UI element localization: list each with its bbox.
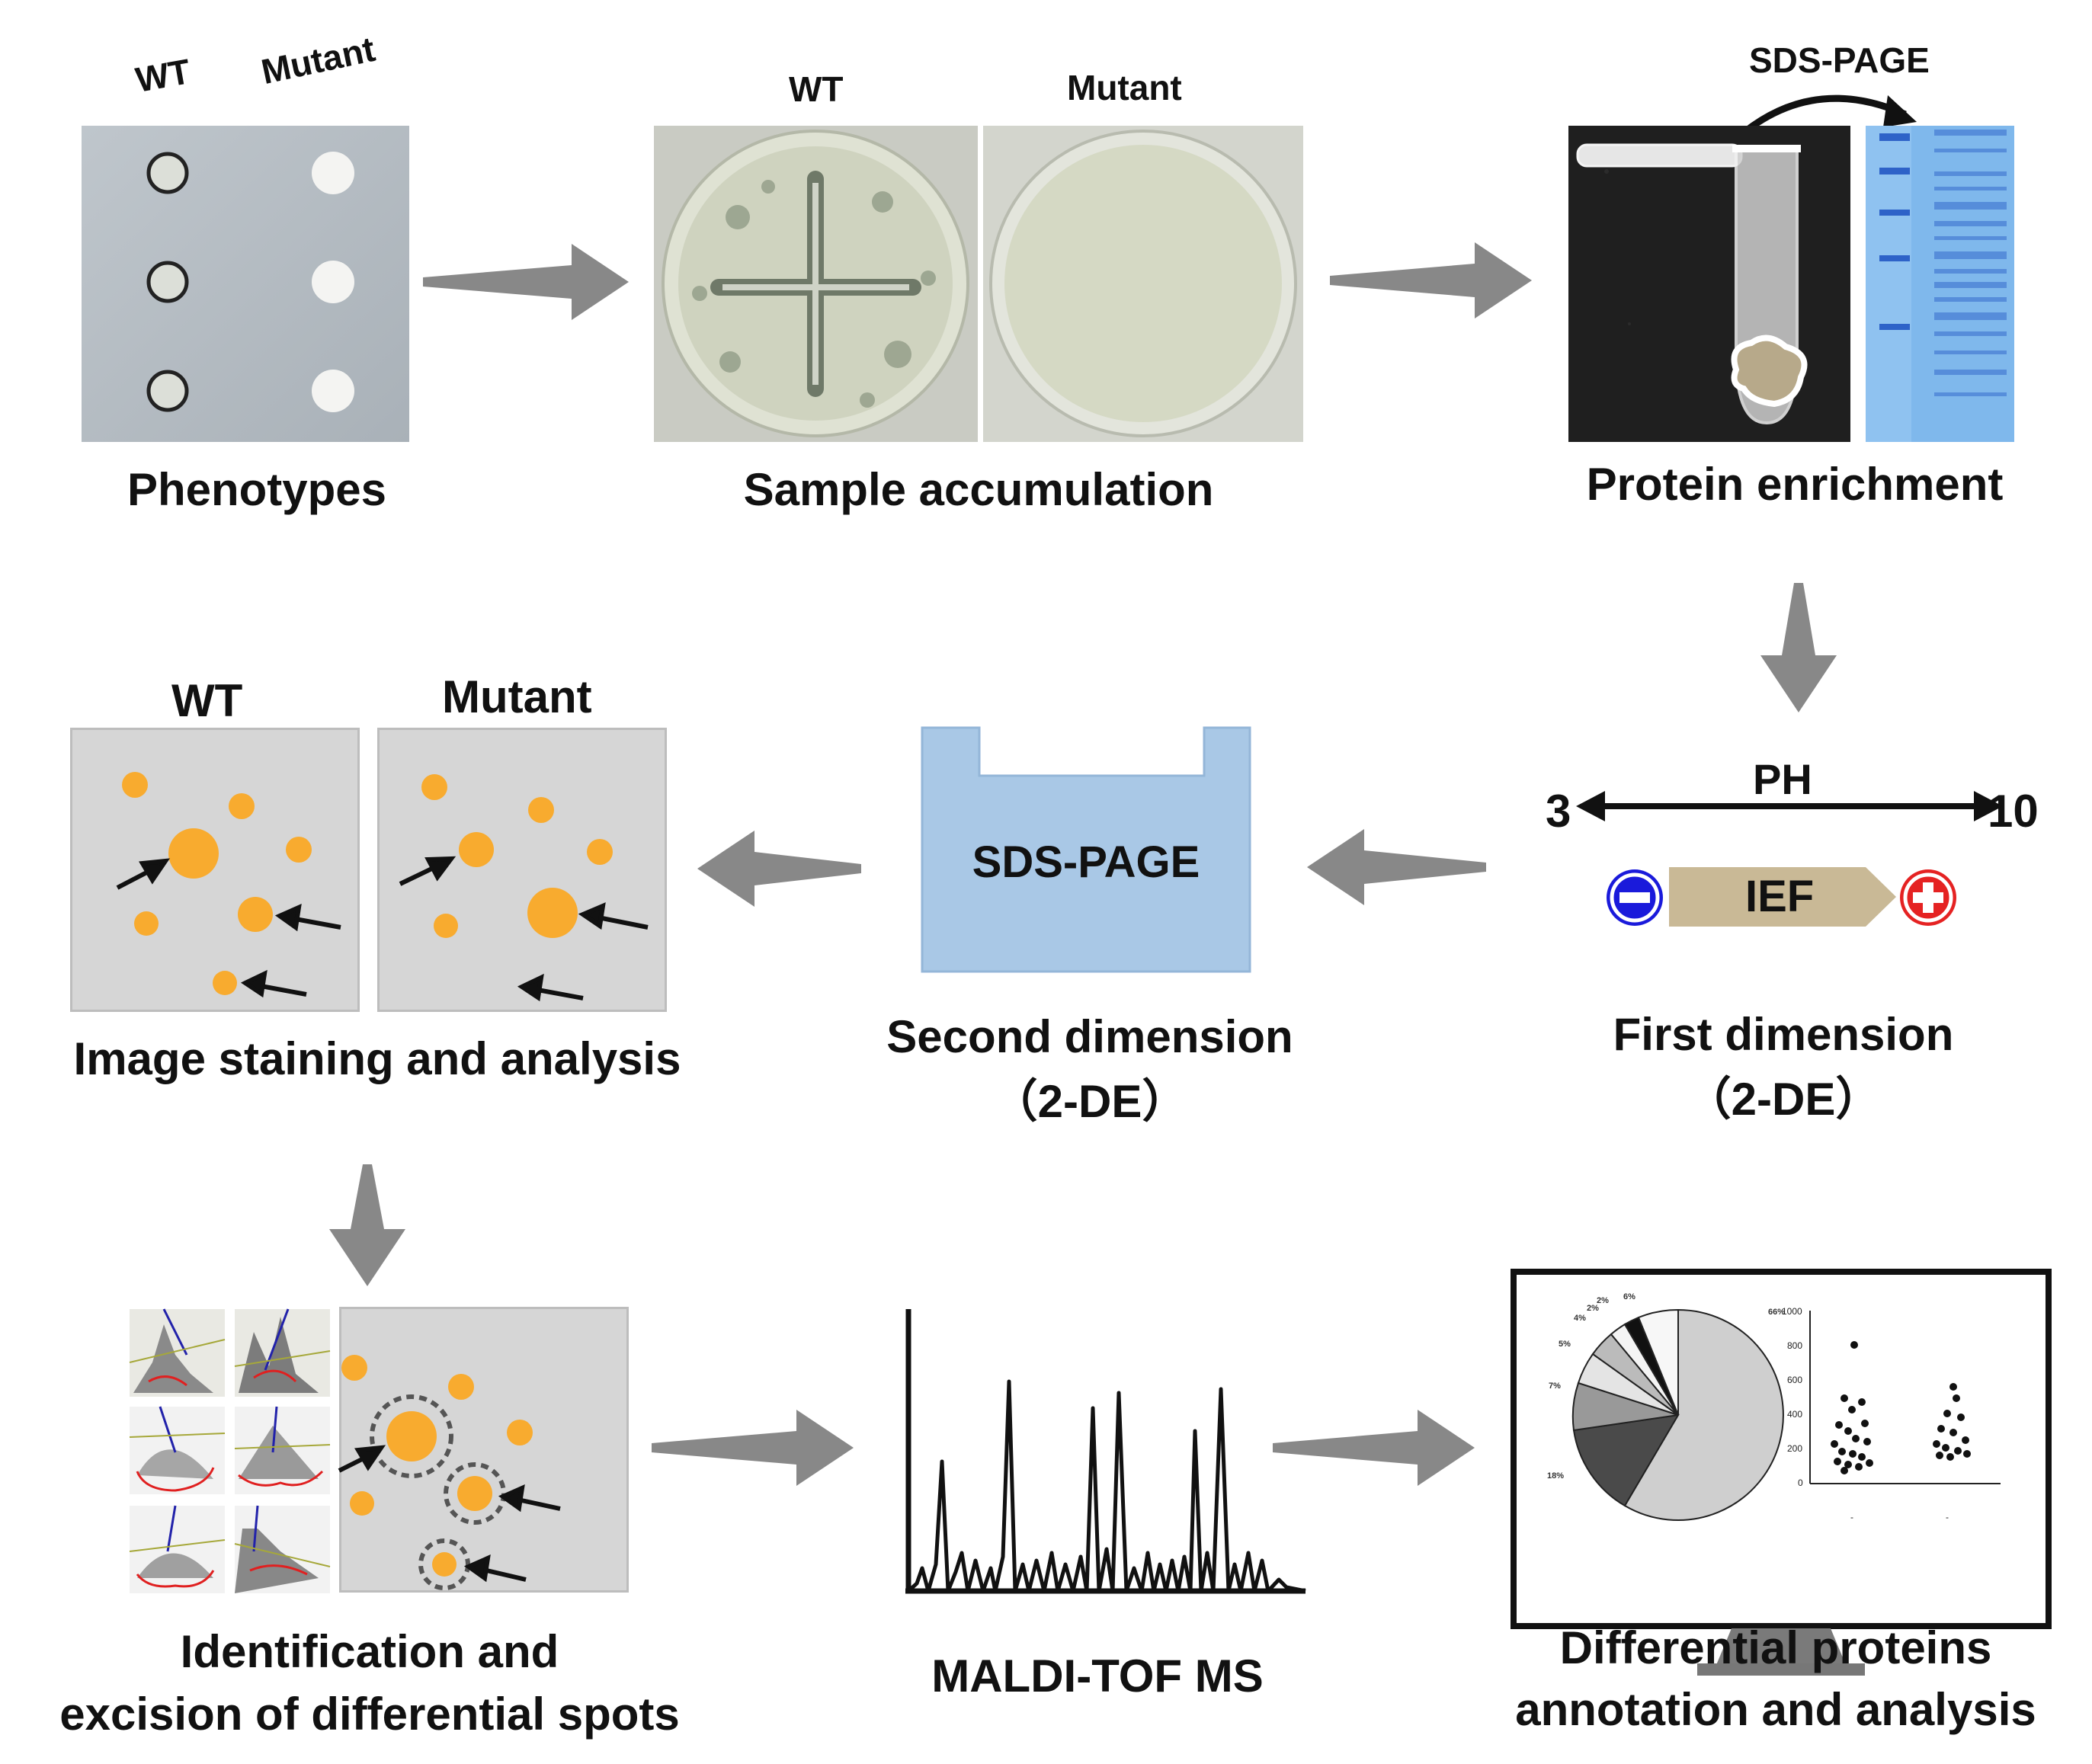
wt-gel-panel <box>70 728 360 1012</box>
pie-chart: 2% 2% 4% 5% 7% 18% 6% 66% <box>1547 1292 1785 1521</box>
arrow-icon <box>116 858 341 998</box>
tube-photo <box>1568 126 1850 442</box>
sample-band <box>1934 130 2007 396</box>
phenotypes-wt-label: WT <box>133 51 194 100</box>
flow-arrow-right-icon <box>652 1410 854 1486</box>
flow-arrow-left-icon <box>1307 829 1486 905</box>
protein-enrichment-caption: Protein enrichment <box>1586 459 2004 510</box>
image-staining-caption: Image staining and analysis <box>73 1033 681 1084</box>
spot-3d-views <box>129 1308 331 1593</box>
flow-arrow-down-icon <box>329 1164 405 1286</box>
first-dimension-caption-sub: （2-DE） <box>1685 1074 1882 1125</box>
staining-mutant-label: Mutant <box>442 671 592 722</box>
excision-gel-panel <box>339 1307 629 1593</box>
mutant-gel-spots <box>399 774 649 1002</box>
y-tick-label: 0 <box>1798 1477 1803 1488</box>
flow-arrow-right-icon <box>423 244 629 320</box>
identification-caption: Identification and <box>180 1626 559 1677</box>
pie-label: 18% <box>1547 1471 1564 1481</box>
ief-label: IEF <box>1745 872 1815 921</box>
sample-accumulation-caption: Sample accumulation <box>743 464 1214 515</box>
pie-label: 2% <box>1587 1304 1599 1313</box>
phenotypes-mutant-label: Mutant <box>258 28 379 92</box>
scatter-plot: 1000 800 600 400 200 0 - - <box>1782 1306 2001 1522</box>
pie-label: 66% <box>1768 1308 1785 1317</box>
second-dimension-caption-sub: （2-DE） <box>992 1076 1188 1127</box>
flow-arrow-right-icon <box>1273 1410 1475 1486</box>
annotation-caption: Differential proteins <box>1559 1622 1992 1673</box>
ph-high-label: 10 <box>1988 786 2039 837</box>
pie-label: 4% <box>1574 1314 1586 1323</box>
minus-pole-icon <box>1607 869 1663 926</box>
x-tick-label: - <box>1946 1512 1949 1522</box>
flow-arrow-left-icon <box>697 831 861 907</box>
spot-3d-thumbnail <box>129 1406 226 1494</box>
pie-label: 7% <box>1549 1381 1561 1391</box>
excision-gel-spots <box>338 1355 561 1590</box>
spot-3d-thumbnail <box>234 1308 331 1397</box>
arrow-icon <box>338 1445 561 1583</box>
curved-arrow-icon <box>1731 94 1917 144</box>
flow-arrow-down-icon <box>1760 583 1837 712</box>
pie-label: 2% <box>1597 1296 1609 1305</box>
maldi-caption: MALDI-TOF MS <box>931 1650 1264 1702</box>
ph-label: PH <box>1753 755 1812 803</box>
ph-low-label: 3 <box>1546 786 1571 837</box>
sds-page-gel-photo <box>1866 126 2014 442</box>
ief-strip <box>1669 867 1896 927</box>
spot-3d-thumbnail <box>234 1406 331 1494</box>
wt-colony <box>146 152 189 412</box>
excision-circle <box>370 1394 506 1590</box>
x-tick-label: - <box>1850 1512 1853 1522</box>
ph-range-arrow-icon <box>1576 791 2003 821</box>
phenotype-plate-photo <box>82 126 409 442</box>
pie-label: 5% <box>1559 1340 1571 1349</box>
identification-caption-sub: excision of differential spots <box>59 1689 680 1740</box>
y-tick-label: 600 <box>1787 1375 1802 1385</box>
sds-page-box-label: SDS-PAGE <box>972 837 1200 887</box>
y-tick-label: 400 <box>1787 1409 1802 1420</box>
phenotypes-caption: Phenotypes <box>127 464 387 515</box>
y-tick-label: 200 <box>1787 1443 1802 1454</box>
wt-gel-spots <box>116 772 341 998</box>
spectrum-trace <box>907 1379 1306 1593</box>
arrow-icon <box>399 856 649 1002</box>
flow-arrow-right-icon <box>1330 242 1532 319</box>
annotation-caption-sub: annotation and analysis <box>1515 1684 2036 1735</box>
staining-wt-label: WT <box>171 675 243 726</box>
second-dimension-caption: Second dimension <box>886 1011 1293 1062</box>
y-tick-label: 800 <box>1787 1340 1802 1351</box>
y-tick-label: 1000 <box>1782 1306 1802 1317</box>
pie-label: 6% <box>1623 1292 1635 1301</box>
mutant-colony <box>312 152 354 412</box>
marker-band <box>1879 133 1910 330</box>
first-dimension-caption: First dimension <box>1613 1009 1954 1060</box>
sample-wt-label: WT <box>789 69 844 109</box>
maldi-spectrum <box>905 1309 1306 1594</box>
spot-3d-thumbnail <box>129 1505 226 1593</box>
sds-page-box <box>921 726 1251 973</box>
sds-page-top-label: SDS-PAGE <box>1749 40 1930 80</box>
petri-dish-wt-photo <box>654 126 978 442</box>
sample-mutant-label: Mutant <box>1067 68 1182 107</box>
spot-3d-thumbnail <box>129 1308 226 1397</box>
spot-3d-thumbnail <box>234 1505 331 1593</box>
plus-pole-icon <box>1900 869 1956 926</box>
petri-dish-mutant-photo <box>983 126 1303 442</box>
